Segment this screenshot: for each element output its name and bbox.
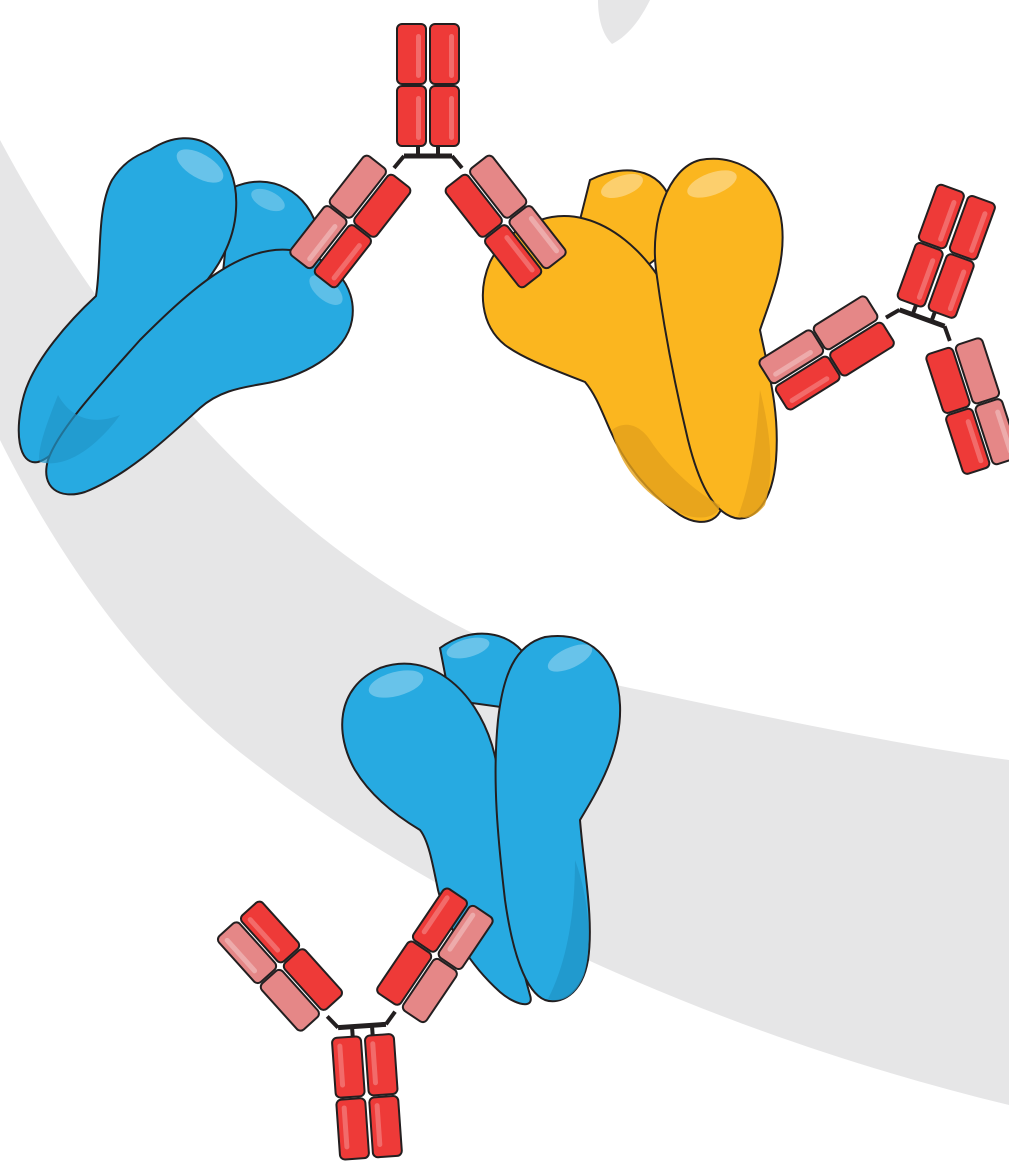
antibody-antigen-diagram bbox=[0, 0, 1009, 1163]
diagram-canvas bbox=[0, 0, 1009, 1163]
